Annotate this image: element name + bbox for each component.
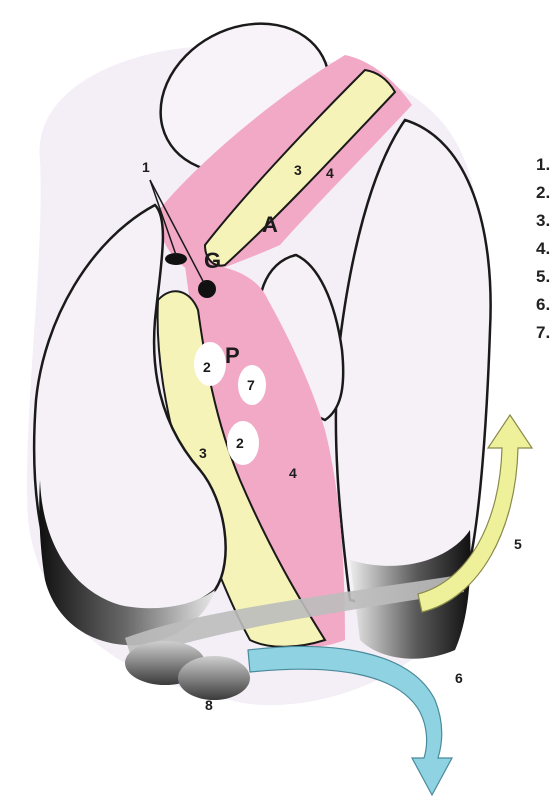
letter-a: A	[262, 212, 278, 237]
letter-p: P	[225, 343, 240, 368]
label-1: 1	[142, 159, 150, 175]
blue-arrow	[248, 647, 452, 795]
legend-item-5: 5.	[536, 267, 550, 286]
legend-item-7: 7.	[536, 323, 550, 342]
label-2-lower: 2	[236, 435, 244, 451]
label-3-upper: 3	[294, 162, 302, 178]
letter-g: G	[204, 248, 221, 273]
label-4-upper: 4	[326, 165, 334, 181]
label-5: 5	[514, 536, 522, 552]
dot-g	[198, 280, 216, 298]
legend-item-6: 6.	[536, 295, 550, 314]
label-3-lower: 3	[199, 445, 207, 461]
legend-item-3: 3.	[536, 211, 550, 230]
label-2-upper: 2	[203, 359, 211, 375]
legend-item-2: 2.	[536, 183, 550, 202]
label-4-lower: 4	[289, 465, 297, 481]
legend-item-4: 4.	[536, 239, 550, 258]
label-6: 6	[455, 670, 463, 686]
legend-item-1: 1.	[536, 155, 550, 174]
bottom-pad-right	[178, 656, 250, 700]
label-7: 7	[247, 377, 255, 393]
label-8: 8	[205, 697, 213, 713]
